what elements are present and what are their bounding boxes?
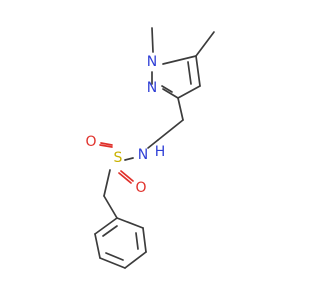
- atom-nh: N: [138, 147, 148, 163]
- bond-ring-6-inner: [102, 225, 118, 237]
- atom-s: S: [114, 150, 123, 166]
- bond-ring-6: [94, 217, 118, 235]
- bond-s-ch2: [103, 169, 111, 197]
- bond-ch2-ring: [103, 195, 118, 219]
- bond-s-o2-second: [118, 172, 132, 184]
- bond-c5-c4: [195, 55, 201, 87]
- bond-s-o2: [120, 170, 134, 182]
- bond-ring-2: [142, 227, 147, 253]
- bond-c3-n2: [162, 88, 179, 99]
- bond-ring-2-inner: [135, 232, 139, 250]
- bond-s-o1: [100, 142, 113, 146]
- atom-h: H: [155, 144, 166, 160]
- bond-ring-5: [94, 233, 101, 259]
- bond-ring-1: [116, 217, 144, 229]
- bond-c5-methyl: [195, 31, 215, 57]
- bond-n1-methyl: [151, 27, 154, 53]
- bond-c3-n2-inner: [161, 85, 173, 93]
- bond-ch2-nh: [147, 139, 159, 149]
- bond-ch2-ch2: [157, 119, 184, 141]
- atom-n2: N: [147, 80, 157, 96]
- bond-n1-c5: [162, 55, 197, 65]
- bond-c3-ch2: [177, 97, 184, 121]
- bond-ring-4-inner: [105, 252, 124, 261]
- bond-c4-c3: [177, 85, 201, 99]
- bond-c5-c4-inner: [187, 61, 192, 85]
- bond-nh-s: [124, 157, 134, 161]
- atom-n1: N: [147, 54, 157, 70]
- structure-canvas: N N N H S O O: [85, 27, 215, 269]
- molecule-diagram: N N N H S O O: [85, 27, 215, 269]
- bond-s-o1-second: [99, 144, 113, 148]
- bond-ring-3: [124, 251, 147, 269]
- bond-ring-4: [99, 257, 126, 269]
- atom-o1: O: [85, 134, 96, 150]
- atom-o2: O: [135, 180, 146, 196]
